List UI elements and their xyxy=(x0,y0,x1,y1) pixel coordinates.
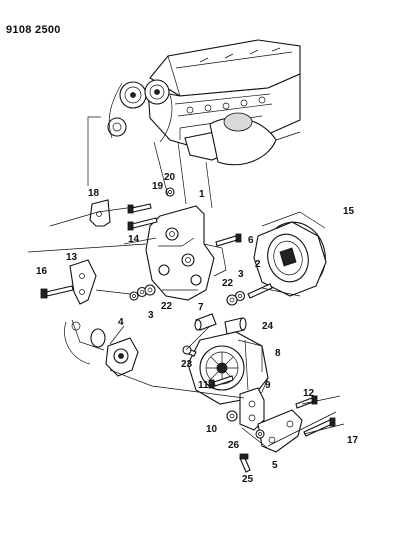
belt-tensioner-4 xyxy=(64,319,139,377)
callout-15: 15 xyxy=(343,206,355,217)
callout-4: 4 xyxy=(118,317,124,328)
callout-1: 1 xyxy=(199,189,205,200)
callout-13: 13 xyxy=(66,252,78,263)
mounting-bracket-1 xyxy=(145,205,227,301)
callout-labels: 1 2 3 3 4 5 6 7 8 9 10 11 12 13 14 15 16… xyxy=(36,172,359,485)
callout-22-left: 22 xyxy=(161,301,173,312)
adjusting-bracket-9 xyxy=(239,387,265,431)
pulley-15 xyxy=(253,221,327,297)
callout-5: 5 xyxy=(272,460,278,471)
callout-14: 14 xyxy=(128,234,140,245)
callout-23: 23 xyxy=(181,359,193,370)
support-bracket-18 xyxy=(89,199,111,227)
callout-3-right: 3 xyxy=(238,269,244,280)
engine-block-illustration xyxy=(107,39,301,166)
callout-9: 9 xyxy=(265,380,271,391)
callout-6: 6 xyxy=(248,235,254,246)
callout-25: 25 xyxy=(242,474,254,485)
callout-24: 24 xyxy=(262,321,274,332)
callout-17: 17 xyxy=(347,435,359,446)
callout-2: 2 xyxy=(255,259,261,270)
callout-12: 12 xyxy=(303,388,315,399)
callout-16: 16 xyxy=(36,266,48,277)
leader-lines xyxy=(27,116,345,451)
callout-22-right: 22 xyxy=(222,278,234,289)
callout-10: 10 xyxy=(206,424,218,435)
brace-13 xyxy=(69,259,97,305)
callout-19: 19 xyxy=(152,181,164,192)
fasteners xyxy=(40,187,336,473)
callout-20: 20 xyxy=(164,172,176,183)
callout-3-left: 3 xyxy=(148,310,154,321)
lower-bracket-5 xyxy=(257,409,303,453)
callout-11: 11 xyxy=(198,380,209,391)
spacer-7 xyxy=(194,313,217,331)
callout-26: 26 xyxy=(228,440,240,451)
bushing-24 xyxy=(224,317,247,335)
document-id: 9108 2500 xyxy=(6,24,61,36)
callout-18: 18 xyxy=(88,188,100,199)
callout-7: 7 xyxy=(198,302,204,313)
callout-8: 8 xyxy=(275,348,281,359)
